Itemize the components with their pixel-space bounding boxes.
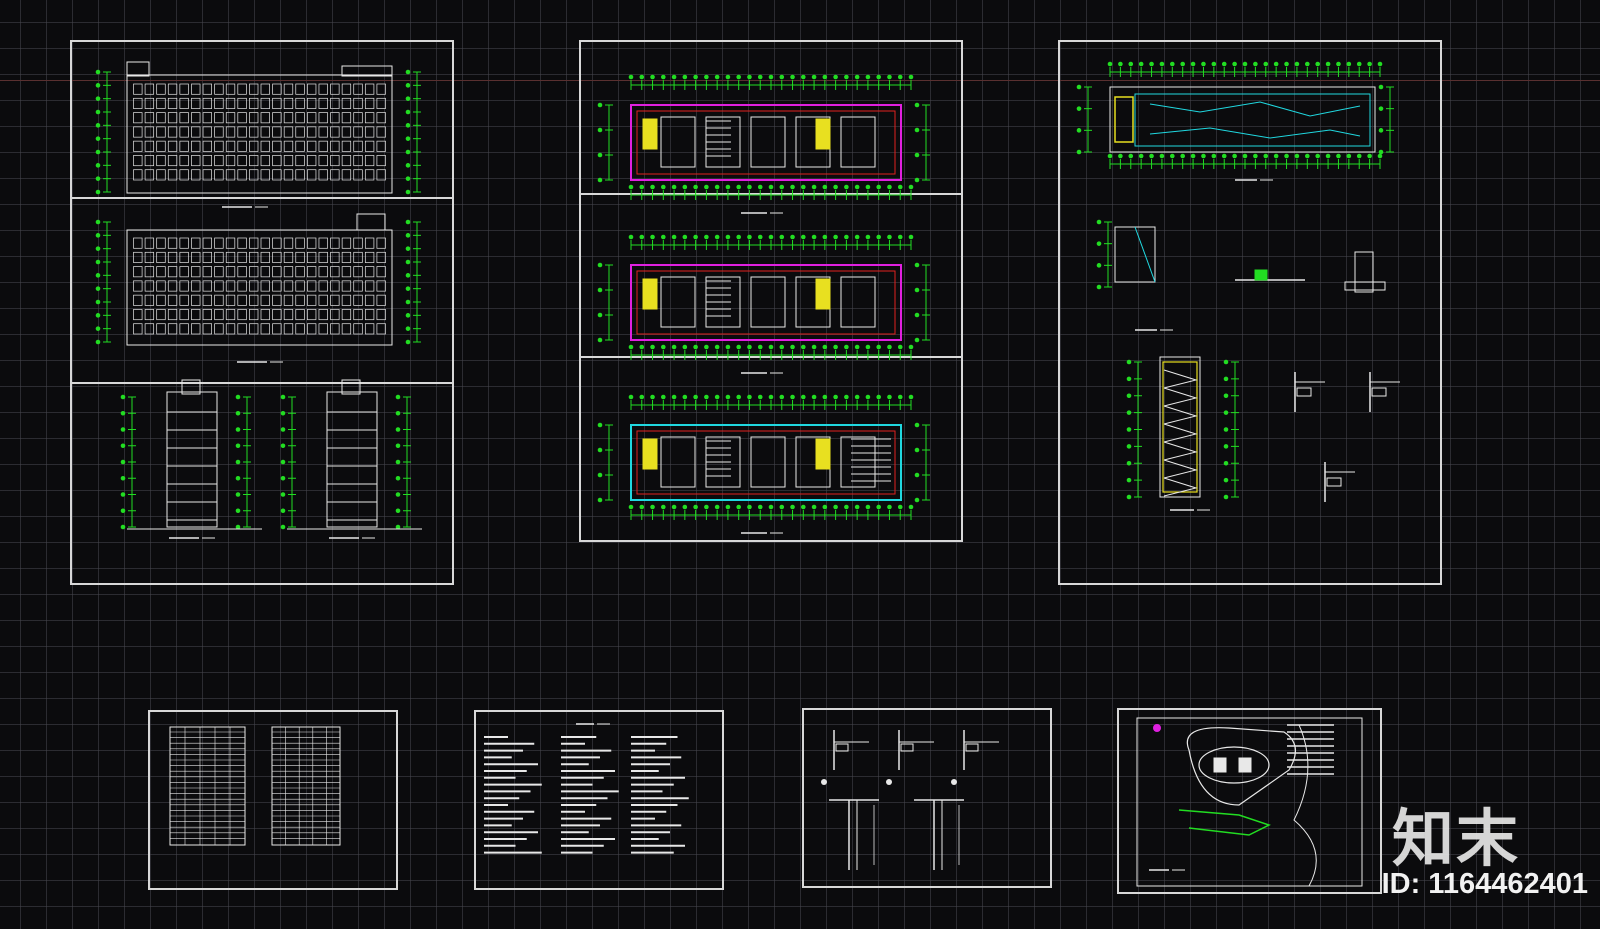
sheet-divider (72, 382, 452, 384)
site-plan-drawing (1136, 717, 1363, 887)
sheet-design-notes[interactable] (474, 710, 724, 890)
watermark-id: ID: 1164462401 (1381, 868, 1588, 900)
note-drawings (484, 723, 689, 854)
sheet-site-plan[interactable] (1117, 708, 1382, 894)
elevation-drawings (95, 61, 422, 539)
sheet-floor-plans[interactable] (579, 40, 963, 542)
roof-and-detail-drawings (1076, 61, 1400, 511)
sheet-door-window-tables[interactable] (148, 710, 398, 890)
sheet-node-details[interactable] (802, 708, 1052, 888)
sheet-divider (72, 197, 452, 199)
sheet-elevations[interactable] (70, 40, 454, 585)
sheet-roof-and-details[interactable] (1058, 40, 1442, 585)
detail-drawings (821, 730, 999, 870)
ucs-axis-line (0, 80, 1600, 81)
table-drawings (169, 726, 341, 846)
watermark-logo: 知末 (1391, 802, 1520, 875)
floor-plan-drawings (597, 74, 930, 534)
